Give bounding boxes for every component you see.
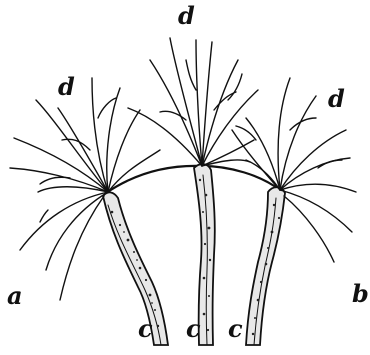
label-right-d: d xyxy=(328,84,345,113)
label-c-right: c xyxy=(228,314,243,343)
fibers-middle xyxy=(128,38,258,166)
label-a: a xyxy=(7,281,23,310)
label-c-left: c xyxy=(138,314,153,343)
stalk-right xyxy=(246,187,285,345)
label-c-middle: c xyxy=(186,314,201,343)
label-b: b xyxy=(352,279,369,308)
stalk-left xyxy=(103,192,168,345)
label-left-d: d xyxy=(58,72,75,101)
label-top-d: d xyxy=(178,1,195,30)
connecting-arc xyxy=(106,166,280,193)
